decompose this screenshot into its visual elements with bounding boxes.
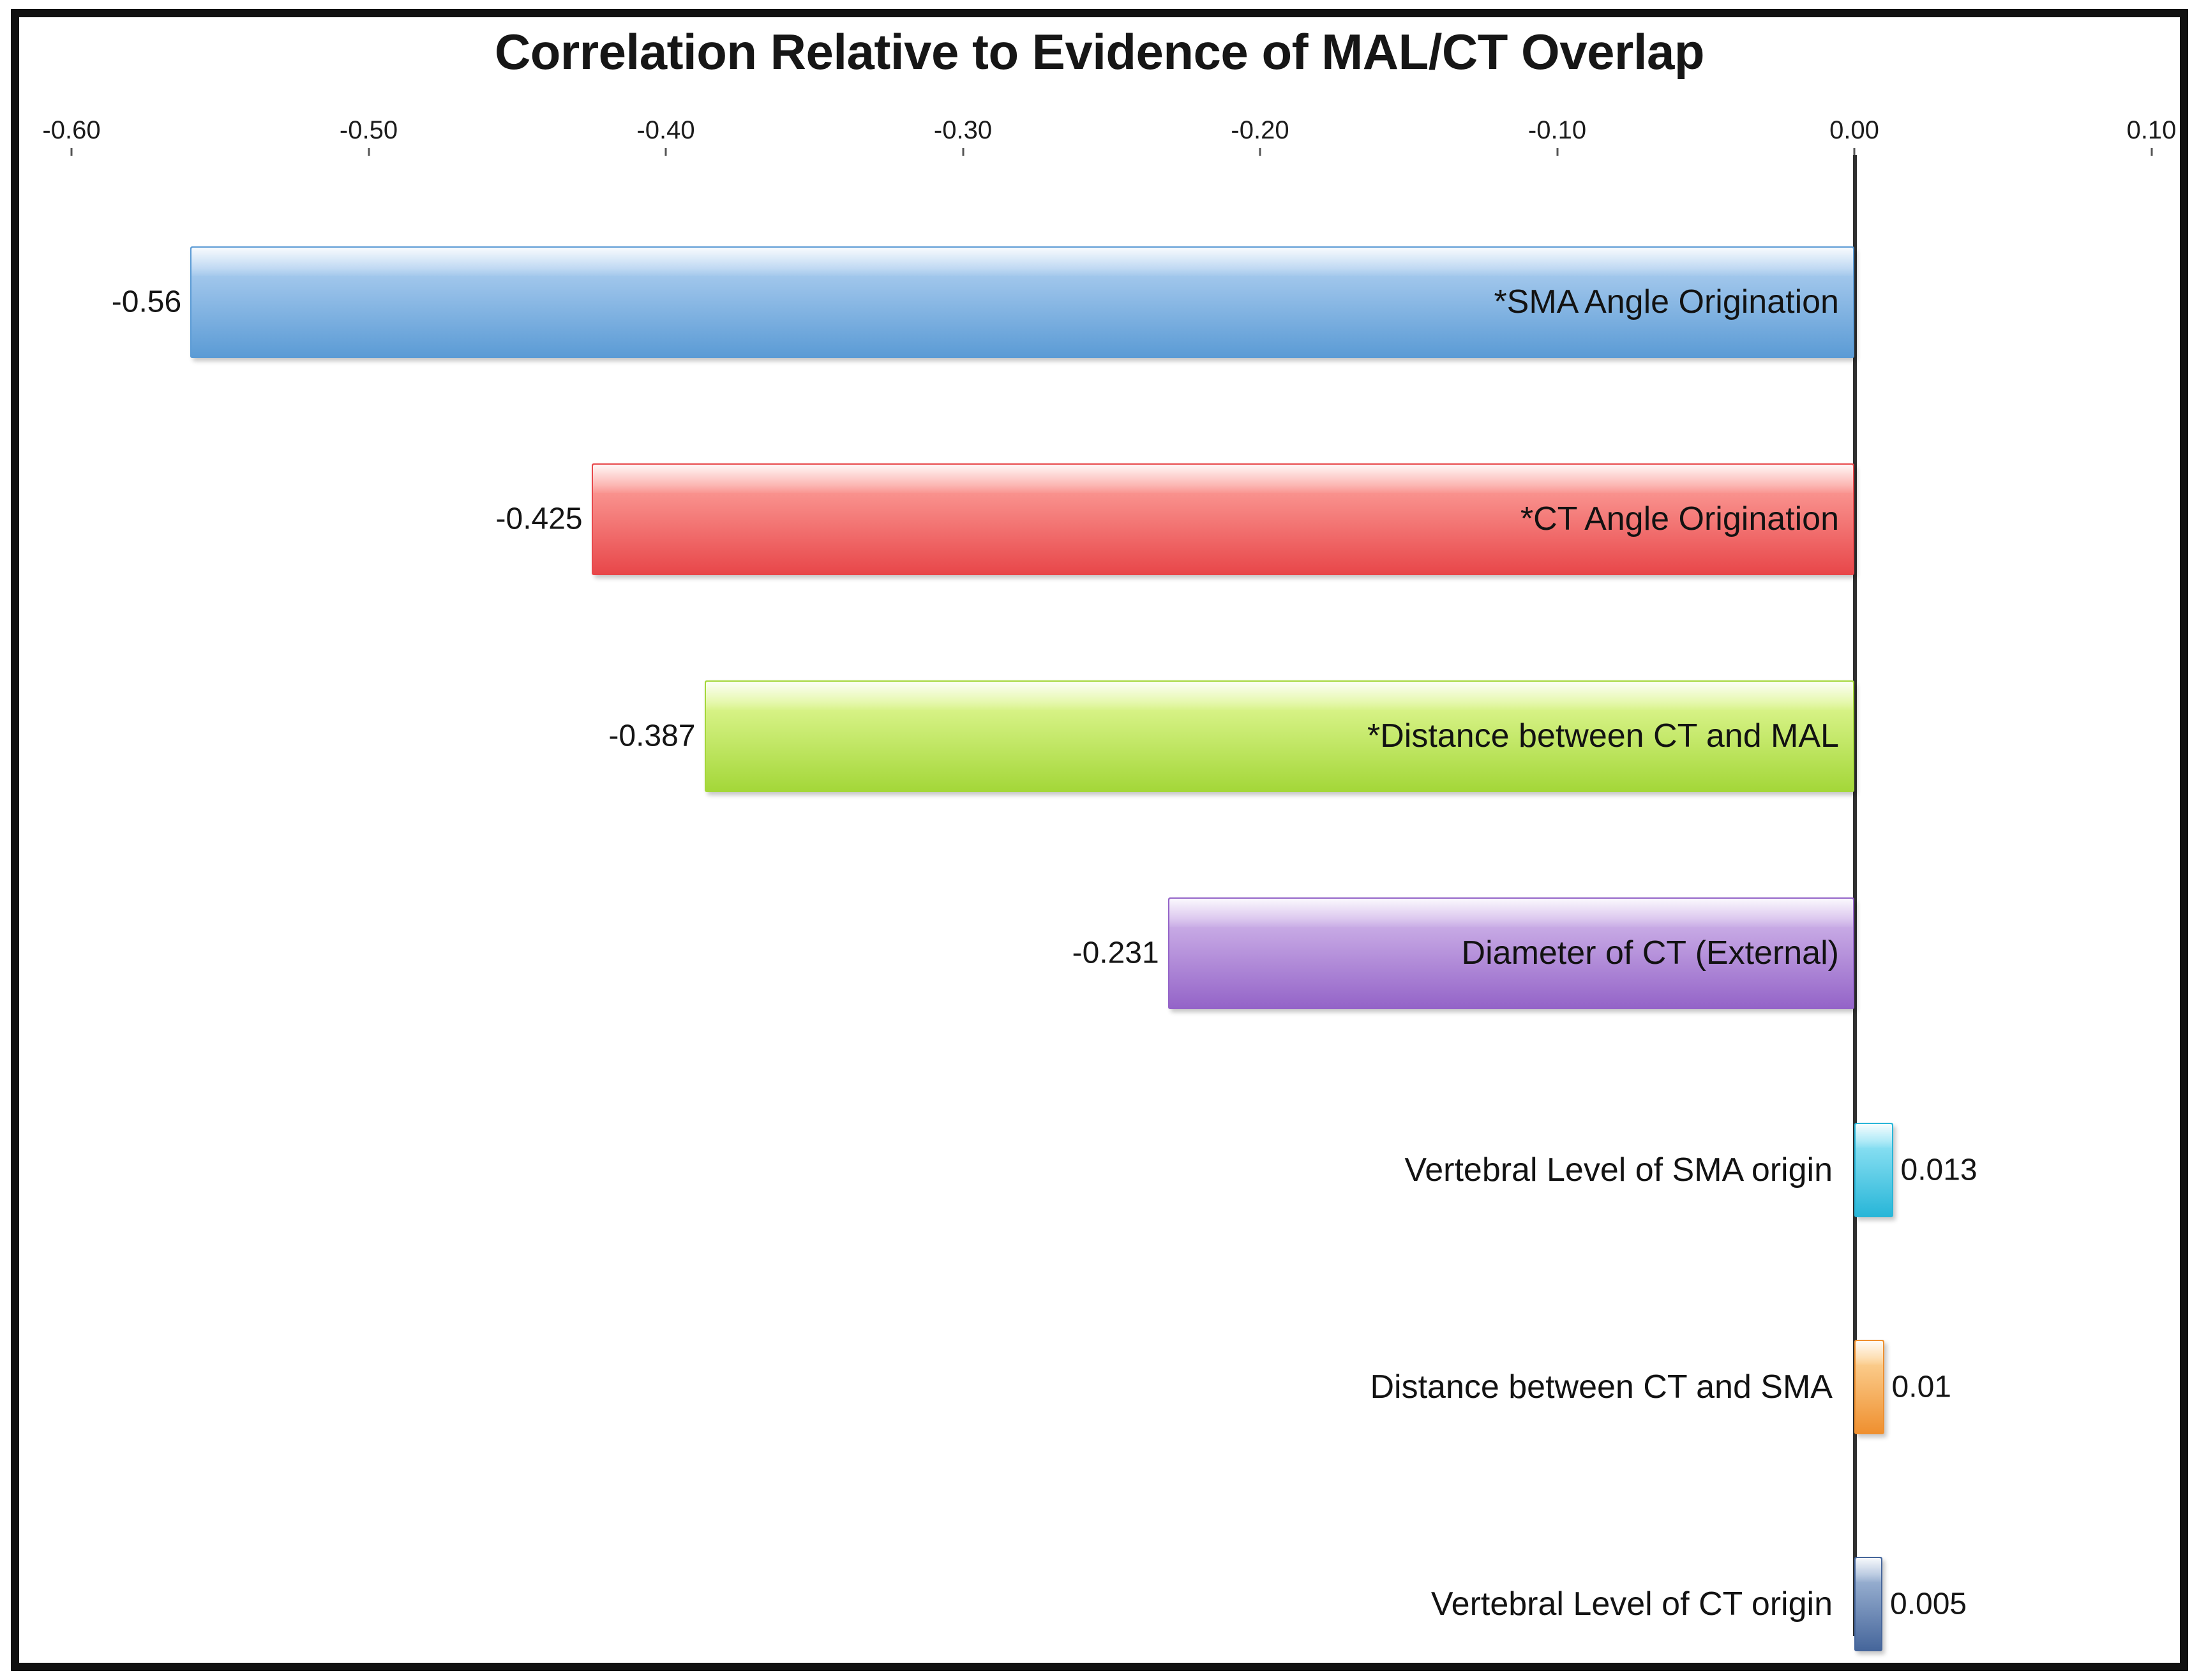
bar-5[interactable] — [1854, 1340, 1884, 1434]
bar-gloss-highlight — [1856, 1341, 1883, 1365]
bar-gloss-highlight — [592, 464, 1853, 493]
bar-row: *SMA Angle Origination -0.56 — [0, 197, 2199, 407]
bar-gloss-highlight — [1856, 1124, 1892, 1148]
bar-value-label-0: -0.56 — [111, 285, 182, 319]
bar-value-label-3: -0.231 — [1072, 936, 1159, 970]
bar-row: *Distance between CT and MAL -0.387 — [0, 631, 2199, 841]
bar-0[interactable]: *SMA Angle Origination — [190, 246, 1854, 358]
bar-category-label-3: Diameter of CT (External) — [1461, 934, 1839, 971]
bar-gloss-highlight — [1169, 898, 1853, 927]
x-tick-label-0: -0.60 — [42, 116, 101, 144]
bar-row: *CT Angle Origination -0.425 — [0, 414, 2199, 624]
x-tick-label-4: -0.20 — [1231, 116, 1289, 144]
bar-value-label-4: 0.013 — [1900, 1153, 1978, 1187]
bar-category-label-1: *CT Angle Origination — [1520, 500, 1839, 537]
x-tick-mark-7 — [2150, 148, 2152, 156]
x-tick-mark-3 — [962, 148, 964, 156]
x-tick-label-6: 0.00 — [1829, 116, 1879, 144]
bar-value-label-6: 0.005 — [1890, 1587, 1967, 1621]
bar-row: Vertebral Level of CT origin 0.005 — [0, 1499, 2199, 1680]
bar-category-label-4: Vertebral Level of SMA origin — [1404, 1151, 1833, 1189]
bar-value-label-2: -0.387 — [608, 719, 696, 753]
x-tick-mark-6 — [1853, 148, 1856, 156]
x-tick-label-3: -0.30 — [933, 116, 993, 144]
x-tick-label-5: -0.10 — [1527, 116, 1587, 144]
bar-value-label-5: 0.01 — [1891, 1370, 1951, 1404]
x-tick-label-2: -0.40 — [636, 116, 695, 144]
bar-gloss-highlight — [191, 247, 1853, 276]
bar-row: Vertebral Level of SMA origin 0.013 — [0, 1065, 2199, 1275]
chart-title: Correlation Relative to Evidence of MAL/… — [494, 24, 1705, 80]
bar-category-label-2: *Distance between CT and MAL — [1367, 717, 1839, 754]
bar-4[interactable] — [1854, 1123, 1893, 1217]
x-tick-mark-2 — [664, 148, 667, 156]
bar-row: Diameter of CT (External) -0.231 — [0, 848, 2199, 1058]
bar-category-label-0: *SMA Angle Origination — [1494, 283, 1839, 320]
x-tick-mark-1 — [368, 148, 370, 156]
bar-gloss-highlight — [705, 681, 1853, 710]
bar-category-label-6: Vertebral Level of CT origin — [1430, 1586, 1833, 1623]
bar-2[interactable]: *Distance between CT and MAL — [704, 680, 1854, 792]
bar-1[interactable]: *CT Angle Origination — [591, 463, 1854, 575]
x-tick-mark-0 — [70, 148, 73, 156]
x-tick-mark-4 — [1259, 148, 1261, 156]
x-tick-mark-5 — [1556, 148, 1558, 156]
bar-6[interactable] — [1854, 1557, 1882, 1651]
zero-axis-line — [1853, 155, 1857, 1636]
bar-3[interactable]: Diameter of CT (External) — [1167, 897, 1854, 1009]
bar-value-label-1: -0.425 — [495, 502, 583, 536]
x-tick-label-1: -0.50 — [339, 116, 398, 144]
x-tick-label-7: 0.10 — [2126, 116, 2177, 144]
bar-row: Distance between CT and SMA 0.01 — [0, 1282, 2199, 1492]
bar-category-label-5: Distance between CT and SMA — [1370, 1369, 1833, 1406]
bar-gloss-highlight — [1856, 1558, 1881, 1582]
